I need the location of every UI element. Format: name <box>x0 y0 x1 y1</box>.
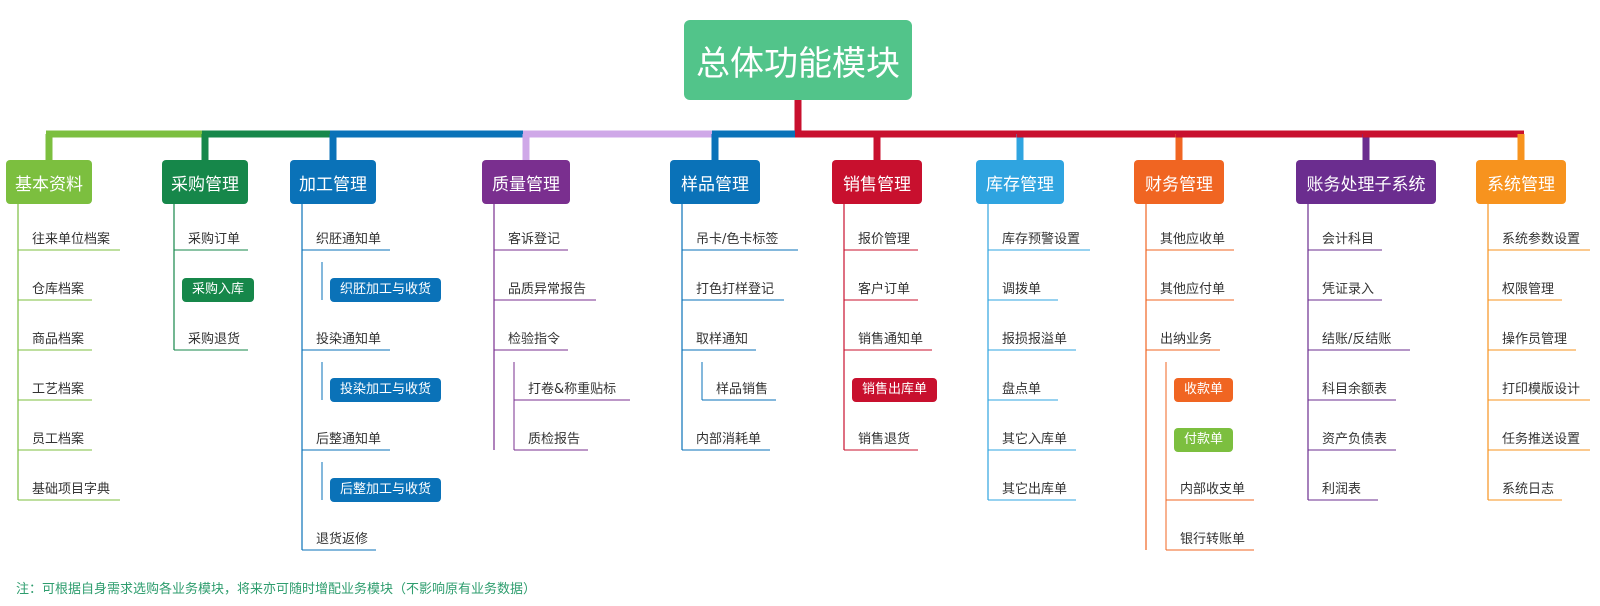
module-2-item-3[interactable]: 投染加工与收货 <box>330 378 442 402</box>
module-5-item-3[interactable]: 销售出库单 <box>852 378 938 402</box>
module-9-item-1[interactable]: 权限管理 <box>1502 282 1555 297</box>
module-2-item-6[interactable]: 退货返修 <box>316 532 369 547</box>
module-5-item-2[interactable]: 销售通知单 <box>858 332 924 347</box>
module-8-item-5[interactable]: 利润表 <box>1322 482 1362 497</box>
module-2-item-0[interactable]: 织胚通知单 <box>316 232 382 247</box>
module-6-item-3[interactable]: 盘点单 <box>1002 382 1042 397</box>
module-8-item-2[interactable]: 结账/反结账 <box>1322 332 1392 347</box>
module-6-header: 库存管理 <box>976 160 1064 204</box>
module-4-item-2[interactable]: 取样通知 <box>696 332 749 347</box>
module-3-item-2[interactable]: 检验指令 <box>508 332 561 347</box>
module-5-item-0[interactable]: 报价管理 <box>858 232 911 247</box>
module-7-item-2[interactable]: 出纳业务 <box>1160 332 1213 347</box>
module-1-item-0[interactable]: 采购订单 <box>188 232 241 247</box>
module-9-header: 系统管理 <box>1476 160 1566 204</box>
module-7-item-1[interactable]: 其他应付单 <box>1160 282 1226 297</box>
module-4-item-3[interactable]: 样品销售 <box>716 382 769 397</box>
module-8-item-4[interactable]: 资产负债表 <box>1322 432 1388 447</box>
module-6-item-1[interactable]: 调拨单 <box>1002 282 1042 297</box>
module-1-header: 采购管理 <box>162 160 248 204</box>
module-0-item-5[interactable]: 基础项目字典 <box>32 482 111 497</box>
module-8-item-3[interactable]: 科目余额表 <box>1322 382 1388 397</box>
module-8-header: 账务处理子系统 <box>1296 160 1436 204</box>
module-1-item-1[interactable]: 采购入库 <box>182 278 255 302</box>
module-6-item-4[interactable]: 其它入库单 <box>1002 432 1068 447</box>
module-0-header: 基本资料 <box>6 160 92 204</box>
module-5-item-1[interactable]: 客户订单 <box>858 282 911 297</box>
module-2-item-5[interactable]: 后整加工与收货 <box>330 478 442 502</box>
module-5-header: 销售管理 <box>832 160 922 204</box>
module-7-header: 财务管理 <box>1134 160 1224 204</box>
root-module-title: 总体功能模块 <box>684 20 912 100</box>
module-4-item-0[interactable]: 吊卡/色卡标签 <box>696 232 779 247</box>
module-0-item-2[interactable]: 商品档案 <box>32 332 85 347</box>
module-0-item-3[interactable]: 工艺档案 <box>32 382 85 397</box>
module-6-item-5[interactable]: 其它出库单 <box>1002 482 1068 497</box>
module-4-item-4[interactable]: 内部消耗单 <box>696 432 762 447</box>
module-9-item-4[interactable]: 任务推送设置 <box>1502 432 1581 447</box>
module-2-item-4[interactable]: 后整通知单 <box>316 432 382 447</box>
module-9-item-0[interactable]: 系统参数设置 <box>1502 232 1581 247</box>
module-7-item-6[interactable]: 银行转账单 <box>1180 532 1246 547</box>
module-9-item-2[interactable]: 操作员管理 <box>1502 332 1568 347</box>
module-0-item-1[interactable]: 仓库档案 <box>32 282 85 297</box>
module-4-item-1[interactable]: 打色打样登记 <box>696 282 775 297</box>
module-0-item-0[interactable]: 往来单位档案 <box>32 232 111 247</box>
module-7-item-4[interactable]: 付款单 <box>1174 428 1234 452</box>
module-7-item-0[interactable]: 其他应收单 <box>1160 232 1226 247</box>
module-2-item-1[interactable]: 织胚加工与收货 <box>330 278 442 302</box>
module-8-item-0[interactable]: 会计科目 <box>1322 232 1375 247</box>
module-5-item-4[interactable]: 销售退货 <box>858 432 911 447</box>
module-9-item-5[interactable]: 系统日志 <box>1502 482 1555 497</box>
module-3-item-0[interactable]: 客诉登记 <box>508 232 561 247</box>
module-2-item-2[interactable]: 投染通知单 <box>316 332 382 347</box>
module-0-item-4[interactable]: 员工档案 <box>32 432 85 447</box>
module-3-item-4[interactable]: 质检报告 <box>528 432 581 447</box>
footnote: 注：可根据自身需求选购各业务模块，将来亦可随时增配业务模块（不影响原有业务数据） <box>16 582 537 597</box>
module-8-item-1[interactable]: 凭证录入 <box>1322 282 1375 297</box>
module-9-item-3[interactable]: 打印模版设计 <box>1502 382 1581 397</box>
module-4-header: 样品管理 <box>670 160 760 204</box>
module-3-header: 质量管理 <box>482 160 570 204</box>
module-1-item-2[interactable]: 采购退货 <box>188 332 241 347</box>
module-7-item-3[interactable]: 收款单 <box>1174 378 1234 402</box>
module-2-header: 加工管理 <box>290 160 376 204</box>
module-6-item-0[interactable]: 库存预警设置 <box>1002 232 1081 247</box>
module-6-item-2[interactable]: 报损报溢单 <box>1002 332 1068 347</box>
module-3-item-1[interactable]: 品质异常报告 <box>508 282 587 297</box>
module-7-item-5[interactable]: 内部收支单 <box>1180 482 1246 497</box>
module-3-item-3[interactable]: 打卷&称重贴标 <box>528 382 617 397</box>
